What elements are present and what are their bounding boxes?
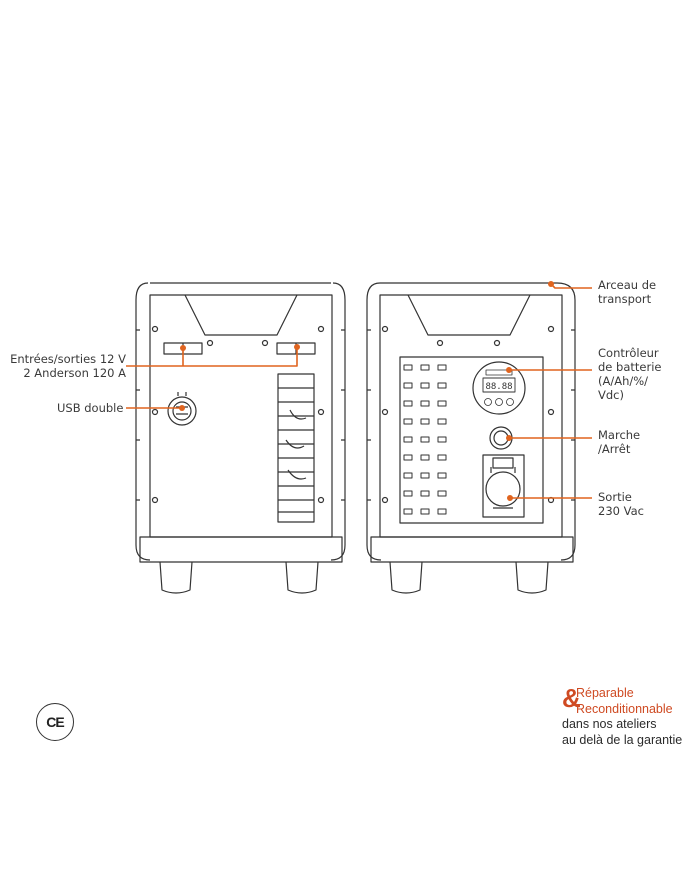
output-label-line2: 230 Vac xyxy=(598,504,644,518)
repair-note-line2: Reconditionnable xyxy=(576,701,673,716)
switch-label-line2: /Arrêt xyxy=(598,442,631,456)
front-view-unit xyxy=(366,282,576,594)
controller-label-line1: Contrôleur xyxy=(598,346,659,360)
output-label: Sortie 230 Vac xyxy=(598,490,644,518)
io-label-line2: 2 Anderson 120 A xyxy=(23,366,126,380)
ce-mark-icon: CE xyxy=(36,703,74,741)
repair-note: & Réparable Reconditionnable dans nos at… xyxy=(562,683,683,748)
output-label-line1: Sortie xyxy=(598,490,632,504)
io-label: Entrées/sorties 12 V 2 Anderson 120 A xyxy=(10,352,126,380)
io-label-line1: Entrées/sorties 12 V xyxy=(10,352,126,366)
controller-label-line3: (A/Ah/%/ xyxy=(598,374,649,388)
battery-controller-display xyxy=(472,361,526,415)
ampersand-icon: & xyxy=(562,683,581,713)
controller-label: Contrôleur de batterie (A/Ah/%/ Vdc) xyxy=(598,346,661,402)
repair-note-line3: dans nos ateliers xyxy=(562,717,657,731)
switch-label: Marche /Arrêt xyxy=(598,428,640,456)
ac-socket xyxy=(482,454,525,518)
usb-port xyxy=(167,396,197,426)
fan-grille xyxy=(277,373,315,523)
handle-label-line2: transport xyxy=(598,292,652,306)
rear-view-unit xyxy=(135,282,346,594)
usb-label: USB double xyxy=(57,401,124,415)
controller-label-line2: de batterie xyxy=(598,360,662,374)
switch-label-line1: Marche xyxy=(598,428,641,442)
controller-readout: 88.88 xyxy=(485,382,512,392)
controller-label-line4: Vdc) xyxy=(598,388,624,402)
control-plate xyxy=(399,356,544,524)
repair-note-line4: au delà de la garantie xyxy=(562,732,683,747)
repair-note-line1: Réparable xyxy=(576,686,634,700)
handle-label: Arceau de transport xyxy=(598,278,656,306)
handle-label-line1: Arceau de xyxy=(598,278,657,292)
